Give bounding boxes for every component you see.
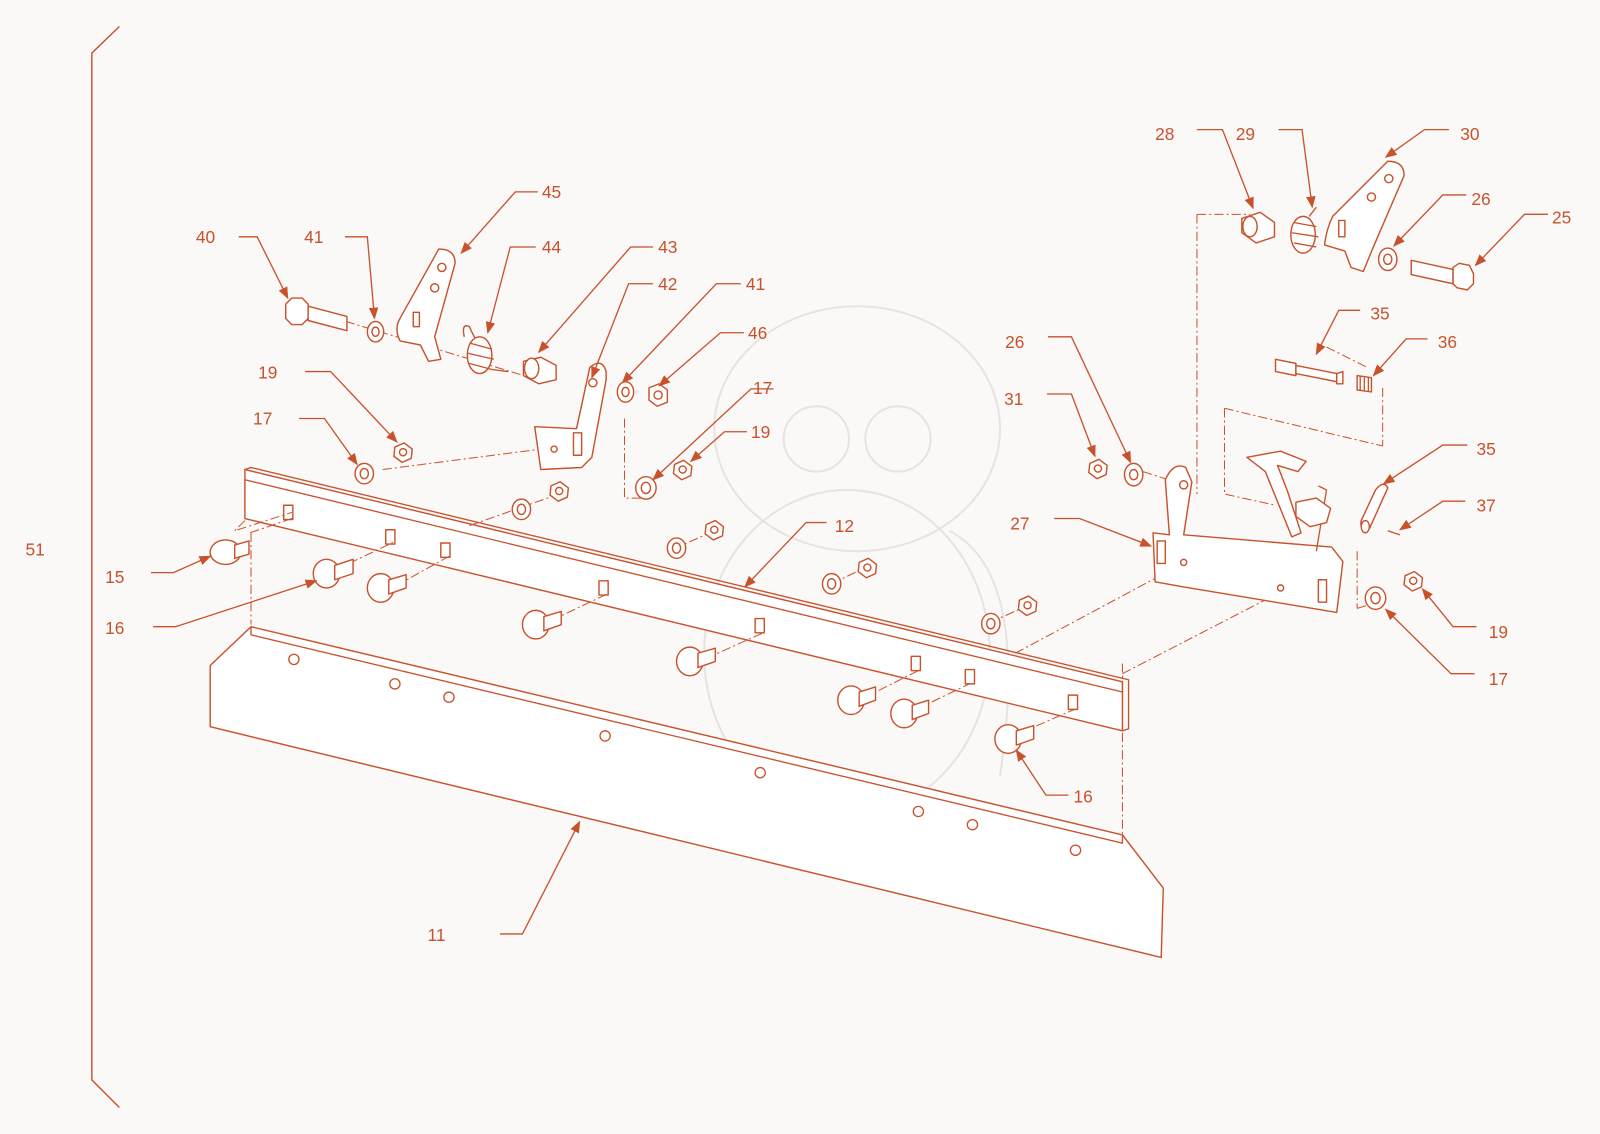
callout-19: 19 <box>1489 622 1508 642</box>
alignment-lines <box>234 213 1384 837</box>
callout-19: 19 <box>258 363 277 383</box>
callout-17: 17 <box>753 378 772 398</box>
callout-16: 16 <box>105 618 124 638</box>
callout-12: 12 <box>835 516 854 536</box>
callout-44: 44 <box>542 237 562 257</box>
callout-28: 28 <box>1155 124 1174 144</box>
callout-16: 16 <box>1073 786 1092 806</box>
callout-42: 42 <box>658 274 677 294</box>
callout-26: 26 <box>1471 189 1490 209</box>
callout-40: 40 <box>196 227 215 247</box>
callout-46: 46 <box>748 323 767 343</box>
callout-35: 35 <box>1370 303 1389 323</box>
callout-41: 41 <box>746 274 765 294</box>
cutting-edge-blade <box>209 625 1164 959</box>
callout-17: 17 <box>253 409 272 429</box>
assembly-bracket <box>91 26 120 1108</box>
callout-labels: 51 40 41 45 44 43 42 41 46 19 17 17 19 1… <box>26 124 1572 945</box>
washers-and-nuts <box>354 442 1424 635</box>
callout-41: 41 <box>304 227 323 247</box>
leader-lines <box>151 128 1548 935</box>
carriage-bolts <box>209 539 1035 754</box>
callout-36: 36 <box>1438 332 1457 352</box>
callout-37: 37 <box>1477 495 1496 515</box>
callout-11: 11 <box>428 925 446 945</box>
callout-25: 25 <box>1552 208 1571 228</box>
callout-45: 45 <box>542 182 561 202</box>
callout-51: 51 <box>26 539 45 559</box>
left-pivot-hardware <box>285 248 669 471</box>
right-pivot-hardware <box>1241 160 1475 291</box>
callout-15: 15 <box>105 567 124 587</box>
callout-35: 35 <box>1477 439 1496 459</box>
right-bracket-assembly <box>1152 358 1401 614</box>
callout-17: 17 <box>1489 669 1508 689</box>
callout-43: 43 <box>658 237 677 257</box>
callout-31: 31 <box>1004 389 1023 409</box>
callout-30: 30 <box>1460 124 1479 144</box>
callout-26: 26 <box>1005 332 1024 352</box>
callout-19: 19 <box>751 422 770 442</box>
callout-29: 29 <box>1236 124 1255 144</box>
watermark-mascot <box>703 305 1010 818</box>
callout-27: 27 <box>1010 514 1029 534</box>
